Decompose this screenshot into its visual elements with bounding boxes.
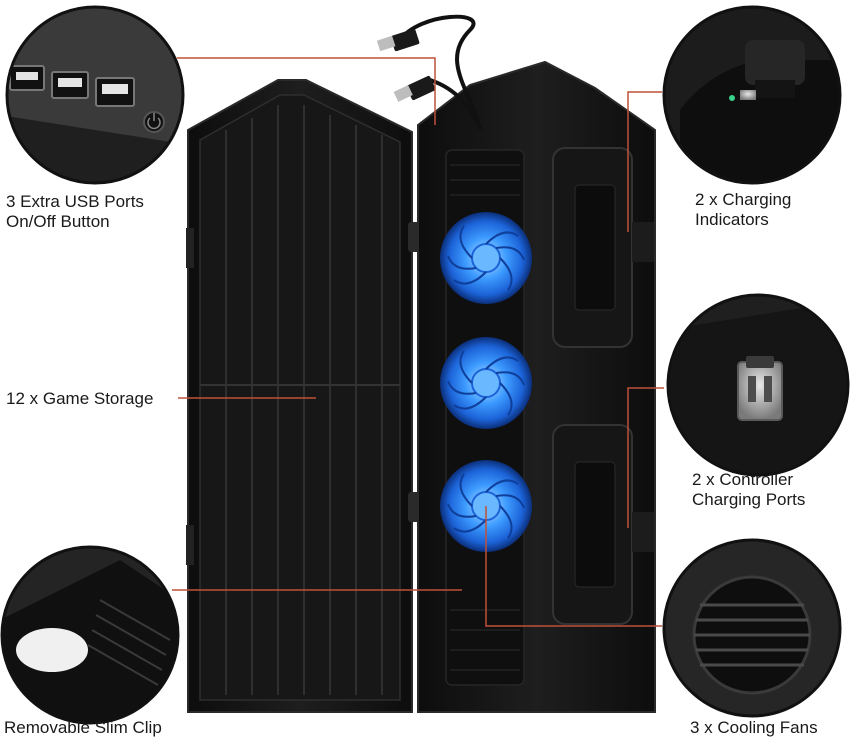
callout-lines [172,57,670,627]
fan-icon [440,212,532,304]
micro-usb-port-icon [737,356,783,421]
charging-indicators-label-line2: Indicators [695,210,769,229]
usb-port-icon [9,65,45,91]
usb-cable [398,14,482,130]
inset-slim-clip [0,545,180,725]
inset-charging-indicator [662,5,842,185]
usb-port-icon [51,71,89,99]
usb-port-icon [95,77,135,107]
game-storage-door [186,79,413,713]
controller-ports-label-line1: 2 x Controller [692,470,794,489]
charging-indicators-label-line1: 2 x Charging [695,190,792,209]
charging-led-icon [729,95,735,101]
power-button-icon [143,111,165,133]
usb-ports-label-line2: On/Off Button [6,212,110,231]
fan-icon [440,337,532,429]
inset-usb-ports [5,5,185,185]
controller-ports-label: 2 x Controller Charging Ports [692,470,805,510]
slim-clip-label: Removable Slim Clip [4,718,162,737]
game-storage-label: 12 x Game Storage [6,389,154,408]
cooling-fans-label: 3 x Cooling Fans [690,718,818,737]
controller-ports-label-line2: Charging Ports [692,490,806,509]
inset-controller-charging-port [666,293,850,477]
usb-ports-label: 3 Extra USB Ports On/Off Button [6,192,144,232]
usb-ports-label-line1: 3 Extra USB Ports [6,192,144,211]
charging-indicators-label: 2 x Charging Indicators [695,190,791,230]
usb-plug [376,28,436,102]
inset-cooling-fan [662,538,842,718]
